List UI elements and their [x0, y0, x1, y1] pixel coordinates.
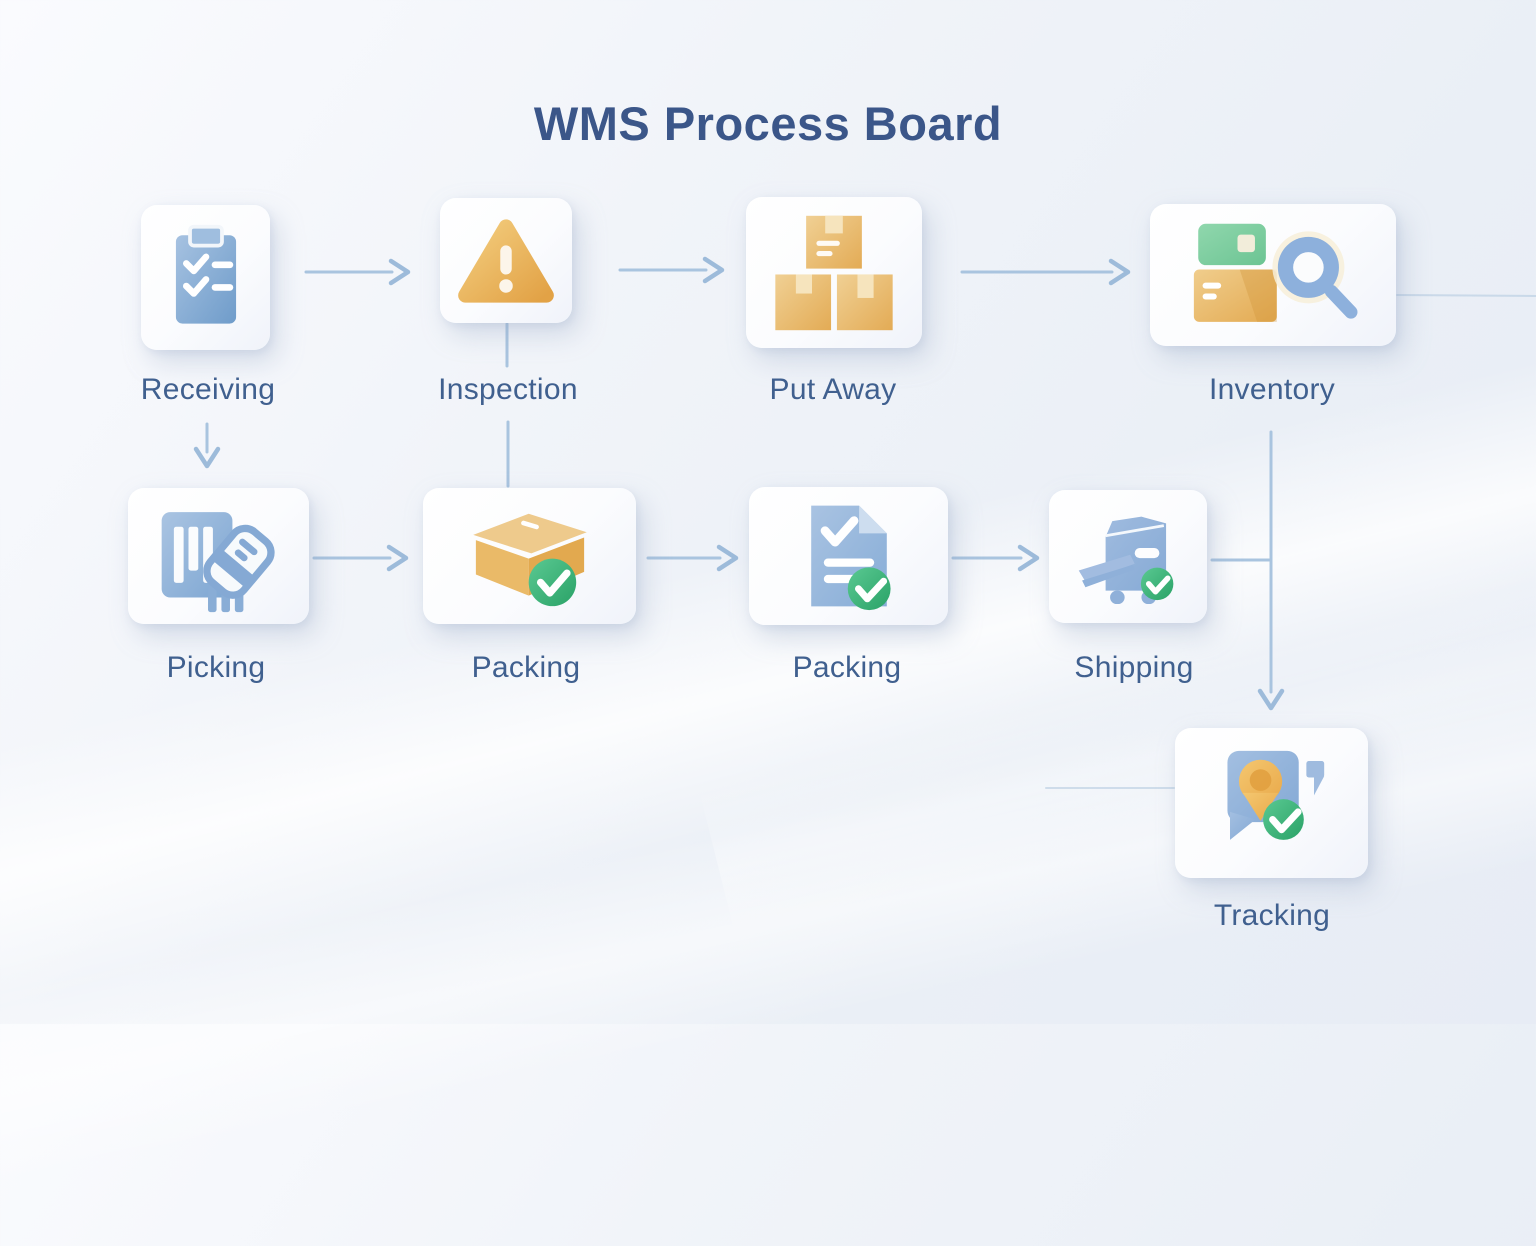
- node-card-shipping: [1049, 490, 1207, 623]
- node-card-put-away: [746, 197, 922, 348]
- box-magnifier-icon: [1193, 223, 1357, 322]
- warning-triangle-icon: [458, 218, 554, 303]
- page-title: WMS Process Board: [533, 97, 1003, 150]
- node-label-inspection: Inspection: [438, 373, 578, 406]
- stacked-boxes-icon: [775, 215, 893, 330]
- node-label-put-away: Put Away: [769, 373, 897, 406]
- location-pin-check-icon: [1226, 750, 1324, 840]
- node-card-picking: [128, 488, 309, 624]
- node-label-tracking: Tracking: [1213, 899, 1331, 932]
- background-streak: [0, 634, 1536, 1246]
- node-label-inventory: Inventory: [1208, 373, 1336, 406]
- box-check-icon: [472, 513, 587, 607]
- node-card-packing-box: [423, 488, 636, 624]
- document-check-icon: [810, 505, 891, 611]
- node-label-shipping: Shipping: [1074, 651, 1194, 684]
- node-label-picking: Picking: [166, 651, 266, 684]
- clipboard-checklist-icon: [175, 224, 236, 324]
- truck-check-icon: [1078, 516, 1174, 604]
- node-card-packing-doc: [749, 487, 948, 625]
- node-card-receiving: [141, 205, 270, 350]
- node-card-inventory: [1150, 204, 1396, 346]
- node-label-receiving: Receiving: [140, 373, 276, 406]
- background-streak: [0, 321, 1536, 1059]
- node-label-packing-box: Packing: [471, 651, 581, 684]
- barcode-scanner-icon: [161, 512, 275, 613]
- node-card-inspection: [440, 198, 572, 323]
- node-label-packing-doc: Packing: [792, 651, 902, 684]
- node-card-tracking: [1175, 728, 1368, 878]
